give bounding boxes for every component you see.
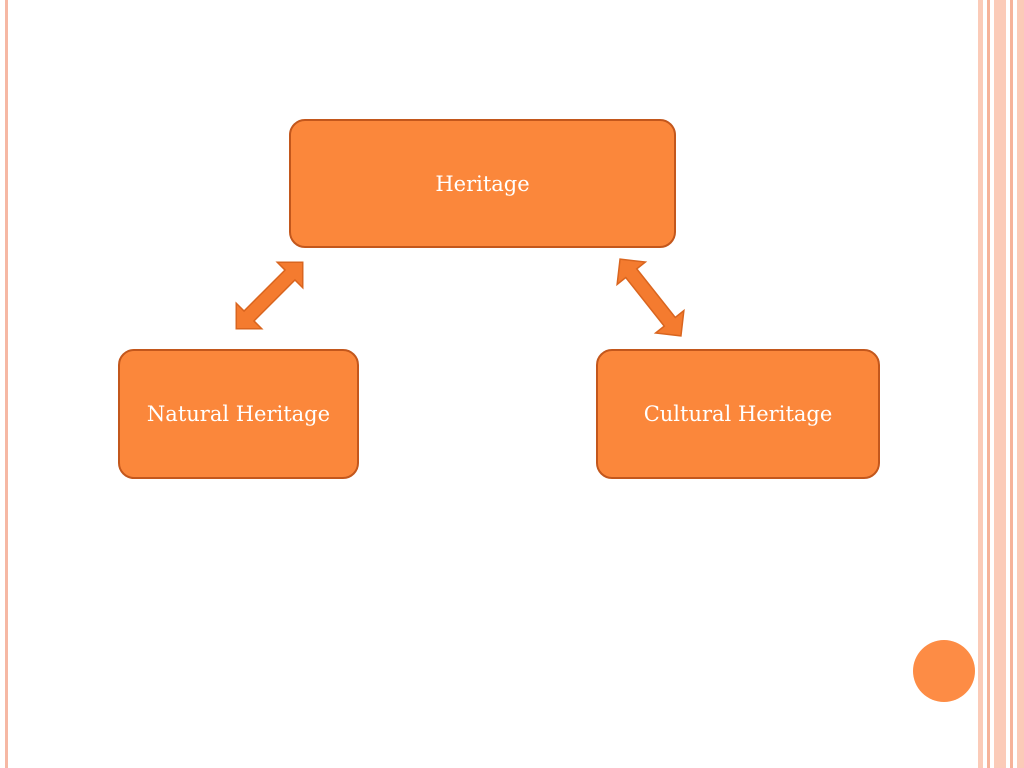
slide-left-border (5, 0, 8, 768)
right-double-arrow-icon (616, 258, 685, 337)
decorative-circle (913, 640, 975, 702)
left-double-arrow-icon (235, 261, 304, 330)
cultural-heritage-label: Cultural Heritage (643, 402, 833, 426)
heritage-box: Heritage (289, 119, 676, 248)
natural-heritage-box: Natural Heritage (118, 349, 359, 479)
heritage-label: Heritage (435, 171, 530, 196)
slide-right-border (976, 0, 1024, 768)
cultural-heritage-box: Cultural Heritage (596, 349, 880, 479)
natural-heritage-label: Natural Heritage (146, 402, 331, 426)
